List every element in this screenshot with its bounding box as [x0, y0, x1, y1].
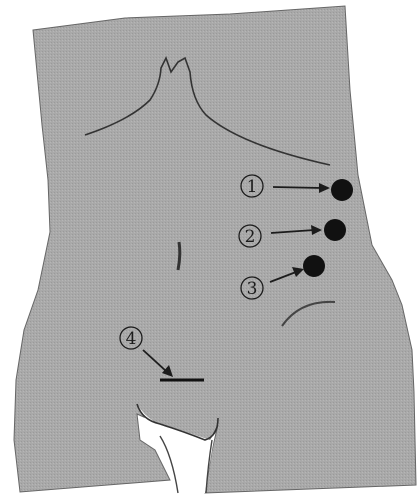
marker-1-arrow: [273, 187, 322, 188]
marker-1-dot: [331, 179, 353, 201]
marker-4-label: 4: [126, 329, 137, 349]
marker-3-label: 3: [247, 279, 258, 299]
navel: [178, 242, 180, 270]
marker-1-label: 1: [247, 177, 258, 197]
marker-2-label: 2: [245, 227, 256, 247]
torso-silhouette: [14, 6, 416, 493]
marker-3-dot: [303, 255, 325, 277]
marker-2-dot: [324, 219, 346, 241]
